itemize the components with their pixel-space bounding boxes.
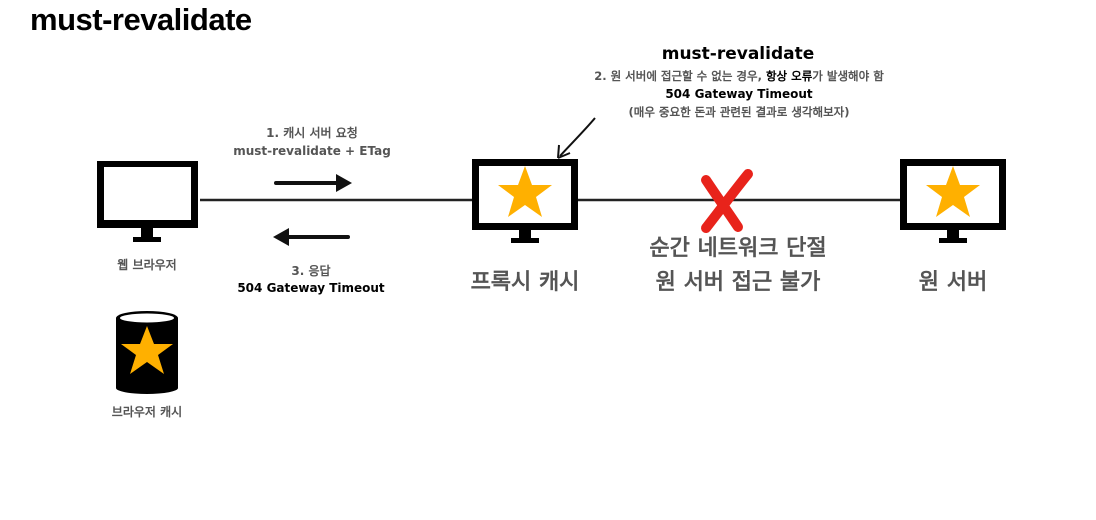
failure-label-1: 순간 네트워크 단절 (649, 236, 827, 261)
request-label-1: 1. 캐시 서버 요청 (266, 126, 358, 140)
browser-cache-label: 브라우저 캐시 (111, 405, 183, 419)
note-line-1: 2. 원 서버에 접근할 수 없는 경우, 항상 오류가 발생해야 함 (594, 69, 884, 83)
origin-server-label: 원 서버 (918, 270, 988, 295)
request-arrow-icon (274, 174, 352, 192)
proxy-star-icon (498, 166, 552, 217)
network-failure-cross-icon (701, 169, 753, 233)
response-label-2: 504 Gateway Timeout (237, 281, 385, 295)
note-line-3: (매우 중요한 돈과 관련된 결과로 생각해보자) (628, 105, 850, 119)
browser-monitor-icon (97, 161, 198, 242)
failure-label-2: 원 서버 접근 불가 (655, 270, 821, 295)
proxy-cache-monitor-icon (472, 159, 578, 243)
network-line (199, 198, 1001, 202)
annotation-pointer-arrow-icon (557, 117, 596, 159)
note-line-2: 504 Gateway Timeout (665, 87, 813, 101)
origin-server-monitor-icon (900, 159, 1006, 243)
browser-cache-star-icon (121, 326, 173, 374)
request-label-2: must-revalidate + ETag (233, 144, 391, 158)
response-arrow-icon (273, 228, 350, 246)
origin-star-icon (926, 166, 980, 217)
page-title: must-revalidate (30, 2, 252, 37)
note-title: must-revalidate (661, 44, 815, 64)
browser-cache-database-icon (116, 311, 178, 394)
browser-label: 웹 브라우저 (117, 258, 177, 272)
response-label-1: 3. 응답 (291, 264, 331, 278)
proxy-cache-label: 프록시 캐시 (470, 270, 580, 295)
